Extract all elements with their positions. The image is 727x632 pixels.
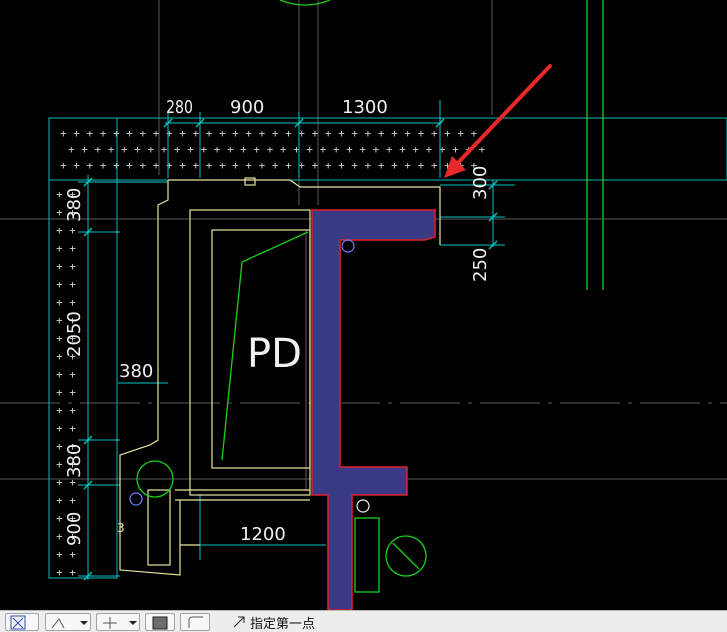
svg-text:+ +: + +: [56, 296, 76, 309]
svg-text:+ +: + +: [56, 548, 76, 561]
annotation-arrow: [444, 64, 552, 178]
dim-left-380-top: 380: [64, 188, 85, 222]
svg-text:+ +: + +: [56, 206, 76, 219]
cad-drawing-canvas[interactable]: + + + + + + + + + + + + + + + + + + + + …: [0, 0, 727, 610]
svg-text:+ +: + +: [56, 224, 76, 237]
dim-top-280: 280: [166, 96, 193, 117]
dim-top-900: 900: [230, 97, 264, 118]
svg-text:+ +: + +: [56, 386, 76, 399]
rotate-button[interactable]: [180, 613, 210, 631]
dim-inner-380: 380: [119, 361, 153, 382]
svg-text:+ +: + +: [56, 404, 76, 417]
svg-text:+ +: + +: [56, 566, 76, 579]
hatch-band: + + + + + + + + + + + + + + + + + + + + …: [48, 117, 727, 579]
wall: [311, 209, 436, 610]
dim-right-300: 300: [470, 166, 491, 200]
axis-lines: [0, 0, 727, 490]
dim-right-250: 250: [470, 248, 491, 282]
dim-left-2050: 2050: [64, 311, 85, 357]
svg-text:+ +: + +: [56, 260, 76, 273]
svg-text:+ + + + + + + + + +: + + + + + + + + + + + + + + + + + + + + …: [68, 143, 486, 156]
svg-text:+ +: + +: [56, 458, 76, 471]
svg-text:+ +: + +: [56, 368, 76, 381]
shaft-outline: [119, 177, 441, 576]
dim-bottom-1200: 1200: [240, 524, 286, 545]
marker-circle-3: [356, 499, 370, 513]
pipe-rect: [354, 517, 380, 593]
green-elements: [136, 0, 604, 593]
command-prompt: 指定第一点: [232, 613, 315, 632]
svg-text:+ +: + +: [56, 530, 76, 543]
svg-text:+ +: + +: [56, 350, 76, 363]
prompt-text: 指定第一点: [250, 617, 316, 632]
svg-text:+ + + + + + + + + +: + + + + + + + + + + + + + + + + + + + + …: [60, 127, 478, 140]
dim-top-1300: 1300: [342, 97, 388, 118]
svg-text:+ +: + +: [56, 242, 76, 255]
dim-small-3: 3: [117, 521, 125, 535]
svg-text:+ +: + +: [56, 422, 76, 435]
svg-text:+ +: + +: [56, 188, 76, 201]
marker-circle-2: [129, 492, 143, 506]
svg-text:+ +: + +: [56, 278, 76, 291]
valve-icon: [385, 535, 427, 577]
svg-text:+ +: + +: [56, 332, 76, 345]
dimension-lines: [78, 100, 515, 580]
polyline-dropdown-button[interactable]: [45, 613, 91, 631]
first-point-icon: [233, 616, 245, 628]
select-box-button[interactable]: [145, 613, 175, 631]
command-status-bar: 指定第一点: [0, 610, 727, 632]
marker-circle-1: [341, 239, 355, 253]
round-fixture-circle: [136, 460, 174, 498]
cursor-select-button[interactable]: [5, 613, 39, 631]
svg-text:+ +: + +: [56, 494, 76, 507]
dimension-ticks: [83, 118, 498, 581]
room-label: PD: [247, 331, 302, 377]
dim-left-380-bottom: 380: [64, 444, 85, 478]
svg-text:+ + + + + + + + + +: + + + + + + + + + + + + + + + + + + + + …: [60, 159, 478, 172]
svg-text:+ +: + +: [56, 440, 76, 453]
svg-text:+ +: + +: [56, 512, 76, 525]
svg-text:+ +: + +: [56, 314, 76, 327]
dim-left-900: 900: [64, 512, 85, 546]
svg-text:+ +: + +: [56, 476, 76, 489]
point-dropdown-button[interactable]: [96, 613, 140, 631]
